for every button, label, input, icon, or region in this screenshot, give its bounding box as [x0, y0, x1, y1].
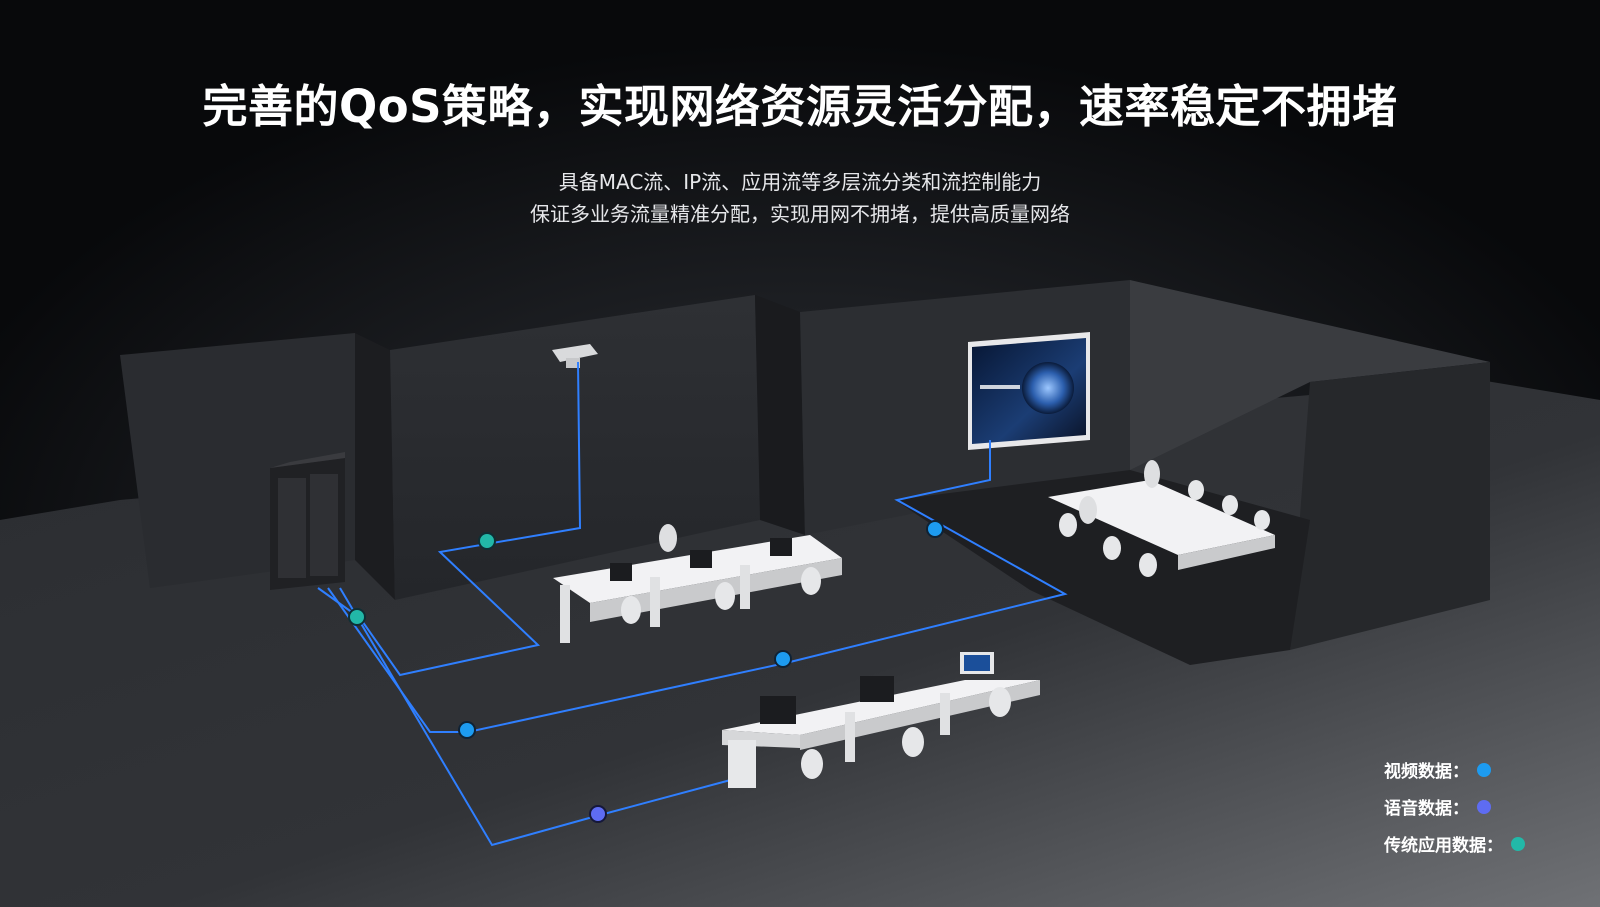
network-nodes: [348, 520, 944, 823]
wall-mid-edge: [755, 295, 805, 535]
subtitle-line-1: 具备MAC流、IP流、应用流等多层流分类和流控制能力: [558, 170, 1042, 194]
legend-item-voice: 语音数据：: [1384, 794, 1491, 819]
desk-cluster-center: [553, 524, 842, 643]
legend-item-app: 传统应用数据：: [1384, 831, 1525, 856]
legend-label-app: 传统应用数据：: [1384, 836, 1503, 856]
video-data-dot-icon: [1477, 762, 1491, 777]
legend-label-video: 视频数据：: [1384, 762, 1469, 782]
wall-right-front: [1290, 362, 1490, 650]
legend-label-voice: 语音数据：: [1384, 799, 1469, 819]
wall-left-side: [355, 333, 395, 600]
legend-item-video: 视频数据：: [1384, 757, 1491, 782]
wall-right-long: [1130, 280, 1490, 470]
desk-cluster-front: [722, 652, 1040, 788]
voice-data-dot-icon: [1477, 799, 1491, 814]
wall-display: [968, 332, 1090, 450]
conference-table: [1048, 460, 1275, 577]
server-rack: [270, 452, 345, 590]
app-data-dot-icon: [1511, 836, 1525, 851]
wall-mid: [390, 295, 760, 600]
ceiling-camera: [552, 344, 598, 368]
subtitle-line-2: 保证多业务流量精准分配，实现用网不拥堵，提供高质量网络: [530, 202, 1070, 226]
page-title: 完善的QoS策略，实现网络资源灵活分配，速率稳定不拥堵: [202, 80, 1398, 133]
